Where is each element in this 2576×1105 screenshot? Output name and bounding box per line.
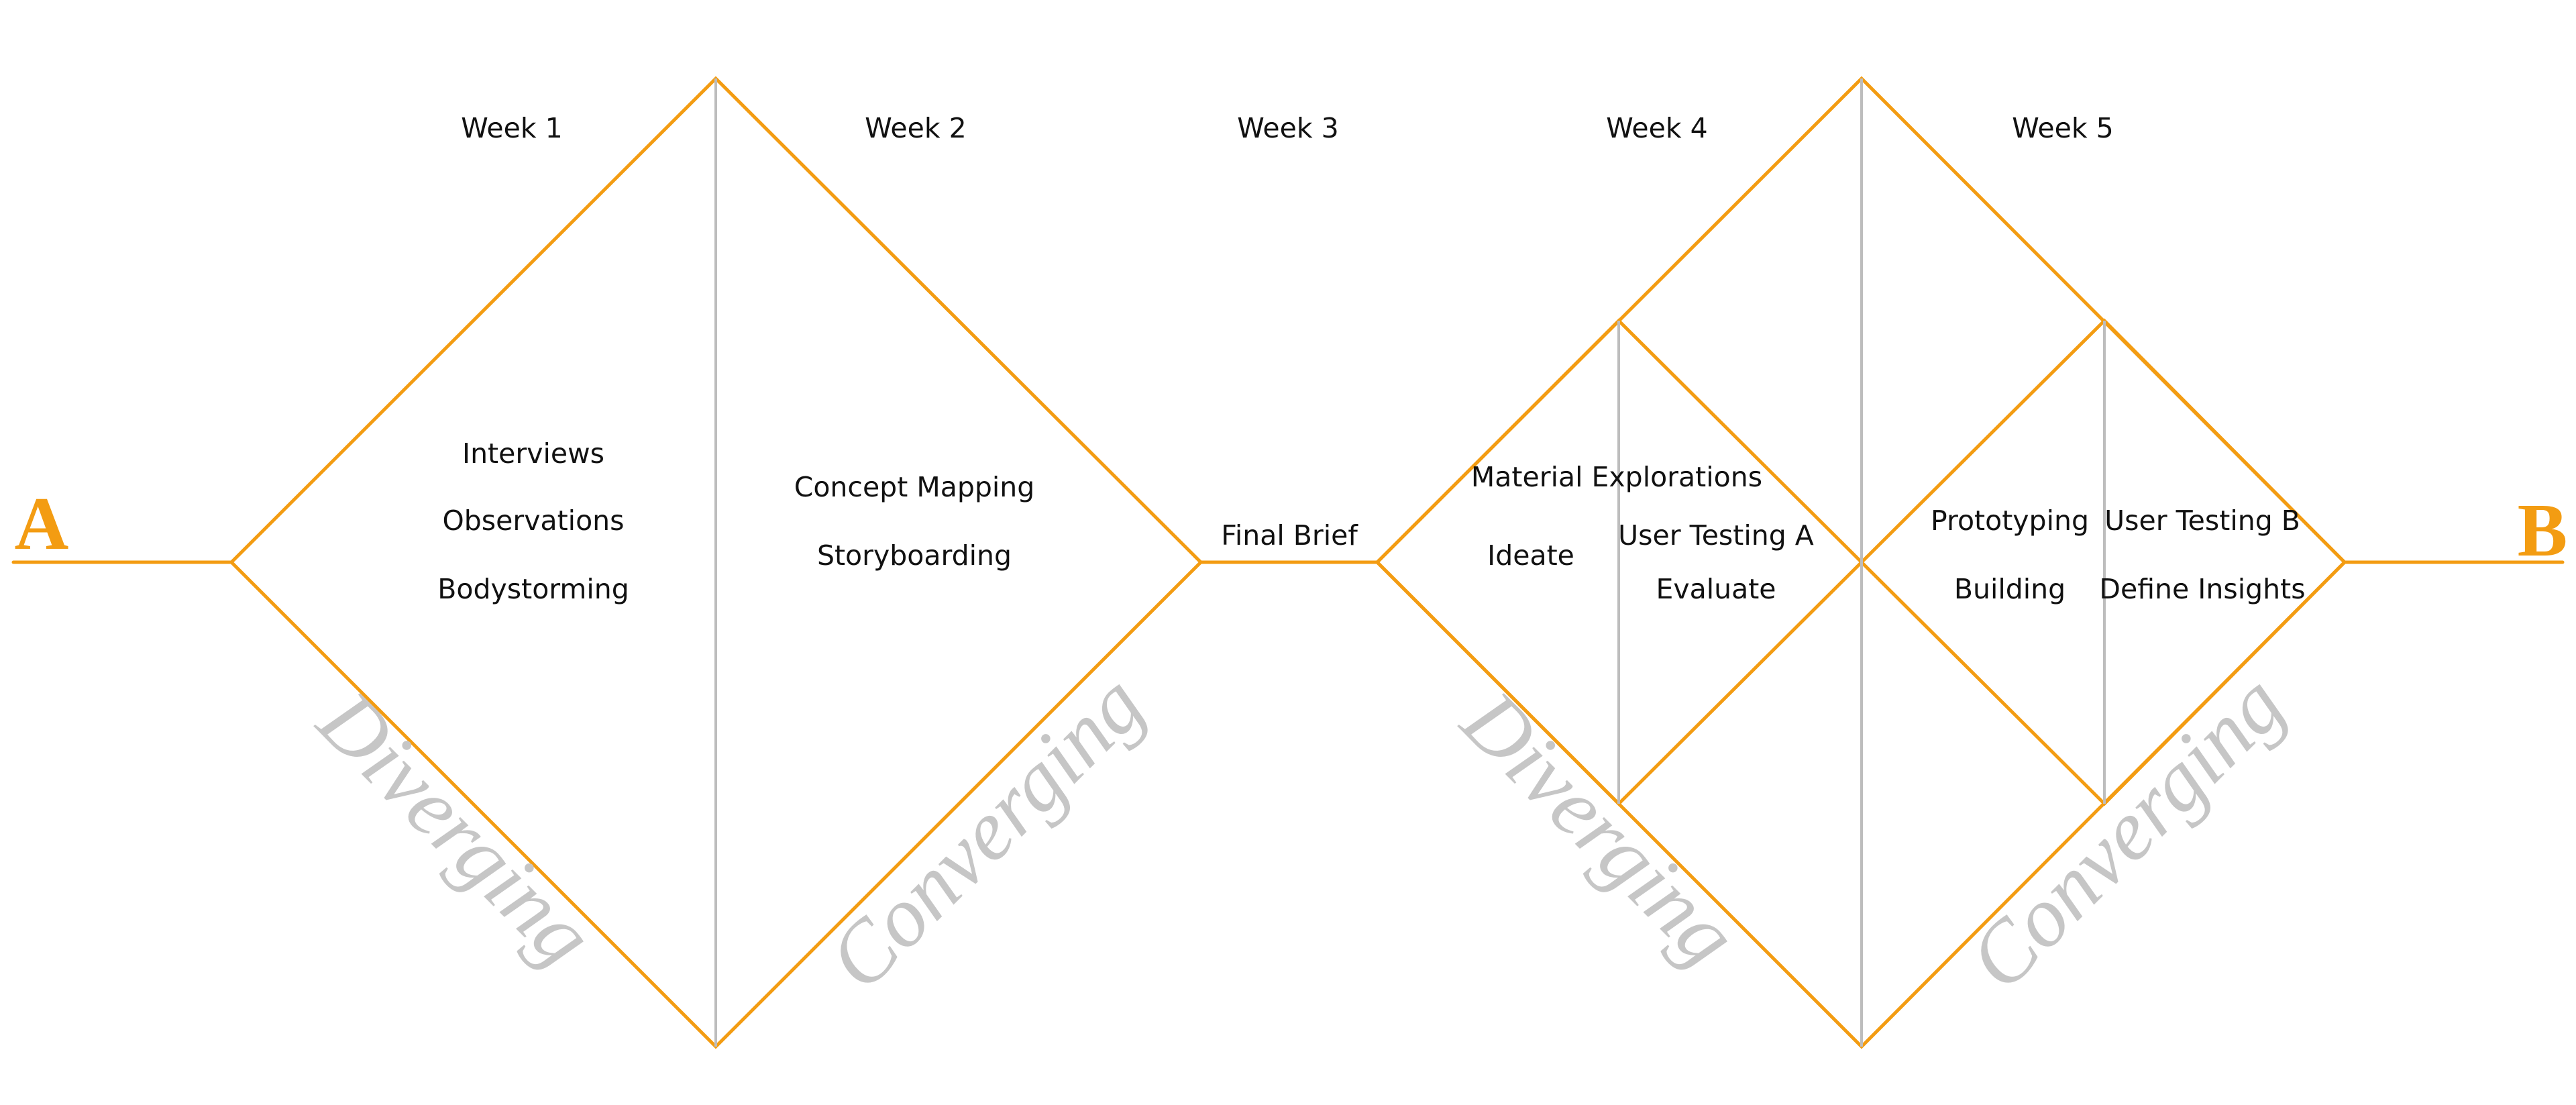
week-2-label: Week 2 bbox=[865, 112, 966, 144]
week-1-label: Week 1 bbox=[461, 112, 562, 144]
activity-user-testing-a: User Testing A bbox=[1618, 519, 1814, 551]
week-4-label: Week 4 bbox=[1606, 112, 1707, 144]
phase-converging-2: Converging bbox=[1950, 655, 2302, 1007]
activity-concept-mapping: Concept Mapping bbox=[794, 471, 1035, 503]
activity-ideate: Ideate bbox=[1487, 539, 1574, 572]
start-point-label: A bbox=[15, 482, 69, 566]
week-5-label: Week 5 bbox=[2012, 112, 2113, 144]
activity-building: Building bbox=[1954, 573, 2065, 605]
week-3-label: Week 3 bbox=[1237, 112, 1338, 144]
activity-final-brief: Final Brief bbox=[1221, 519, 1358, 551]
end-point-label: B bbox=[2518, 489, 2568, 572]
activity-material-explorations: Material Explorations bbox=[1471, 461, 1762, 493]
activity-storyboarding: Storyboarding bbox=[817, 539, 1012, 572]
activity-prototyping: Prototyping bbox=[1931, 505, 2089, 537]
first-diamond bbox=[229, 76, 1203, 1049]
activity-user-testing-b: User Testing B bbox=[2104, 505, 2300, 537]
activity-interviews: Interviews bbox=[462, 437, 604, 470]
activity-define-insights: Define Insights bbox=[2099, 573, 2305, 605]
second-diamond-inner-right bbox=[1859, 318, 2347, 806]
phase-diverging-1: Diverging bbox=[300, 672, 612, 984]
activity-evaluate: Evaluate bbox=[1656, 573, 1776, 605]
phase-diverging-2: Diverging bbox=[1444, 672, 1756, 984]
activity-bodystorming: Bodystorming bbox=[437, 573, 629, 605]
phase-converging-1: Converging bbox=[810, 655, 1161, 1007]
activity-observations: Observations bbox=[442, 505, 624, 537]
